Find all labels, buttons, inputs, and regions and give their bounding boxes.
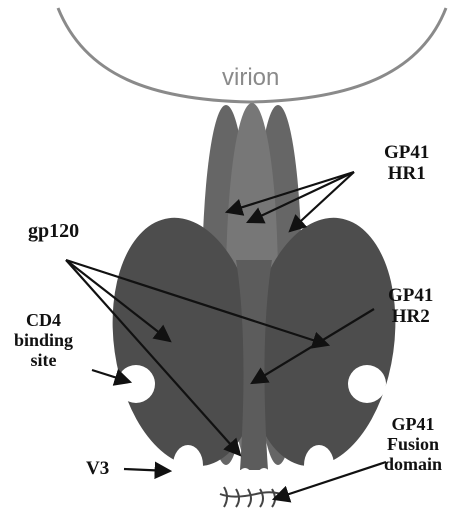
cd4-binding-site-label-line-3: site <box>14 350 73 370</box>
cd4-binding-site-label-line-2: binding <box>14 330 73 350</box>
cd4-binding-site-label-line-1: CD4 <box>14 310 73 330</box>
gp120-label: gp120 <box>28 220 79 242</box>
gp41-bottom-notch-right <box>257 468 271 488</box>
gp41-hr1-label-line-1: GP41 <box>384 142 429 163</box>
gp41-fusion-domain-label-line-2: Fusion <box>384 434 442 454</box>
gp41-hr2-label: GP41 HR2 <box>388 285 433 328</box>
fusion-domain-coils <box>220 487 286 507</box>
gp41-hr2-label-line-2: HR2 <box>388 306 433 327</box>
v3-label: V3 <box>86 458 109 479</box>
cd4-binding-site-right <box>348 365 386 403</box>
gp41-hr2-label-line-1: GP41 <box>388 285 433 306</box>
gp41-bottom-notch-left <box>238 468 252 488</box>
cd4-binding-site-left <box>117 365 155 403</box>
arrow-v3-to-loop <box>124 469 170 471</box>
gp41-hr1-label: GP41 HR1 <box>384 142 429 185</box>
virion-label: virion <box>222 64 279 92</box>
cd4-binding-site-label: CD4 binding site <box>14 310 73 370</box>
gp41-hr1-label-line-2: HR1 <box>384 163 429 184</box>
gp41-fusion-domain-label-line-3: domain <box>384 454 442 474</box>
v3-loop-right <box>304 445 334 485</box>
v3-loop-left <box>173 445 203 485</box>
gp41-fusion-domain-label: GP41 Fusion domain <box>384 414 442 474</box>
gp41-fusion-domain-label-line-1: GP41 <box>384 414 442 434</box>
